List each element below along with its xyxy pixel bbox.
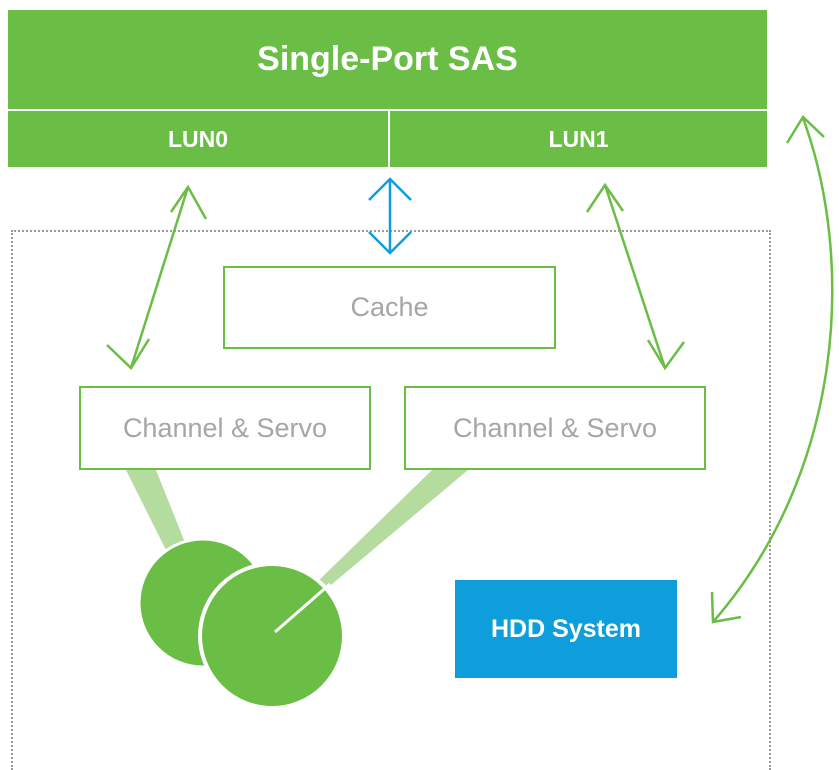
sas-cache-double-arrow [368, 177, 412, 255]
lun0-label: LUN0 [167, 125, 229, 152]
lun0-channel-double-arrow [106, 184, 208, 370]
cache-box: Cache [223, 266, 556, 349]
channel-servo-box-left: Channel & Servo [79, 386, 371, 470]
channel-servo-box-right: Channel & Servo [404, 386, 706, 470]
sas-title: Single-Port SAS [257, 40, 518, 78]
lun1-block: LUN1 [390, 111, 767, 167]
lun1-channel-double-arrow [585, 182, 686, 371]
hdd-system-label: HDD System [490, 614, 642, 643]
channel-servo-label-right: Channel & Servo [452, 412, 658, 443]
cache-label: Cache [350, 292, 429, 322]
sas-hdd-curved-arrow [710, 115, 834, 624]
lun1-label: LUN1 [548, 125, 609, 152]
channel-servo-label-left: Channel & Servo [122, 412, 328, 443]
lun0-block: LUN0 [8, 111, 388, 167]
single-port-sas-header: Single-Port SAS [8, 10, 767, 109]
head-line-front [274, 582, 331, 634]
hdd-system-box: HDD System [455, 580, 677, 678]
disk-platter-front [198, 562, 346, 710]
